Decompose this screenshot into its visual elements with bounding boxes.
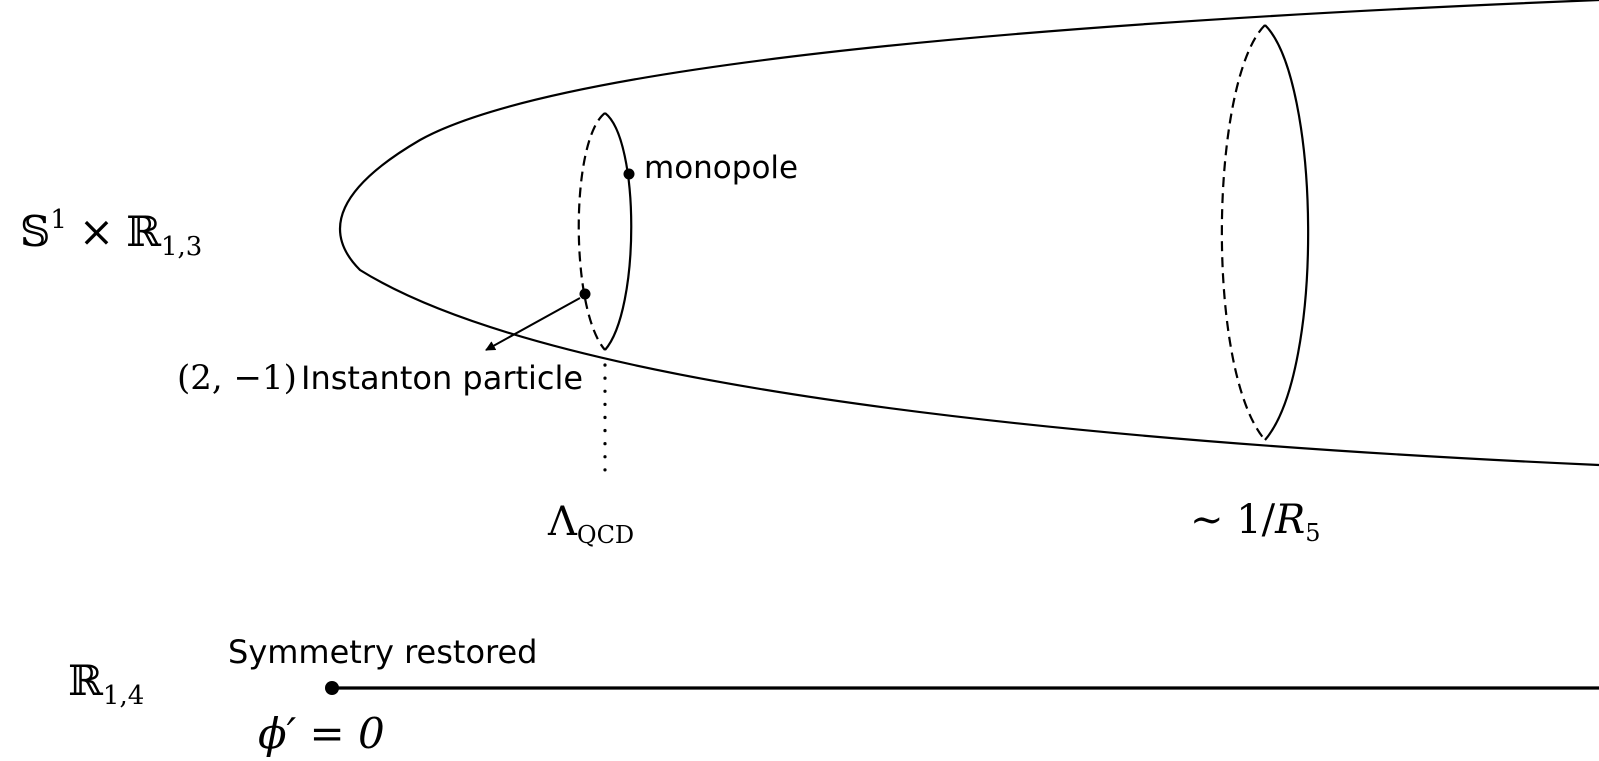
symmetry-restored-label: Symmetry restored <box>228 633 537 671</box>
upper-space-label: 𝕊1 ×ℝ1,3 <box>20 205 202 262</box>
large-circle-front <box>1264 24 1310 441</box>
radius-prefix: ∼ 1/ <box>1190 497 1276 543</box>
small-circle-front <box>604 112 633 351</box>
monopole-label: monopole <box>644 150 798 186</box>
origin-point <box>325 681 339 695</box>
phi-condition-label: ϕ′ = 0 <box>258 709 385 758</box>
radius-label: ∼ 1/R5 <box>1190 497 1321 547</box>
lower-space-label: ℝ1,4 <box>68 656 144 711</box>
lower-space-symbol: ℝ <box>68 656 104 705</box>
upper-space-rhs: ℝ <box>126 207 162 256</box>
cigar-outline <box>338 0 1599 467</box>
instanton-point <box>579 288 591 300</box>
instanton-charge: (2, −1) <box>177 358 297 398</box>
radius-subscript: 5 <box>1305 519 1320 547</box>
upper-space-times: × <box>79 207 114 256</box>
large-circle-back <box>1220 24 1266 441</box>
monopole-point <box>623 168 635 180</box>
instanton-arrow <box>485 297 581 351</box>
upper-space-superscript: 1 <box>50 205 67 235</box>
lower-space-subscript: 1,4 <box>103 681 144 711</box>
small-circle-back <box>577 112 606 351</box>
lambda-qcd-label: ΛQCD <box>547 499 634 549</box>
upper-space-subscript: 1,3 <box>161 232 202 262</box>
upper-space-symbol: 𝕊 <box>20 207 50 256</box>
instanton-label: Instanton particle <box>301 359 583 397</box>
lambda-subscript: QCD <box>577 521 634 549</box>
lambda-symbol: Λ <box>547 499 578 545</box>
radius-symbol: R <box>1274 497 1305 543</box>
